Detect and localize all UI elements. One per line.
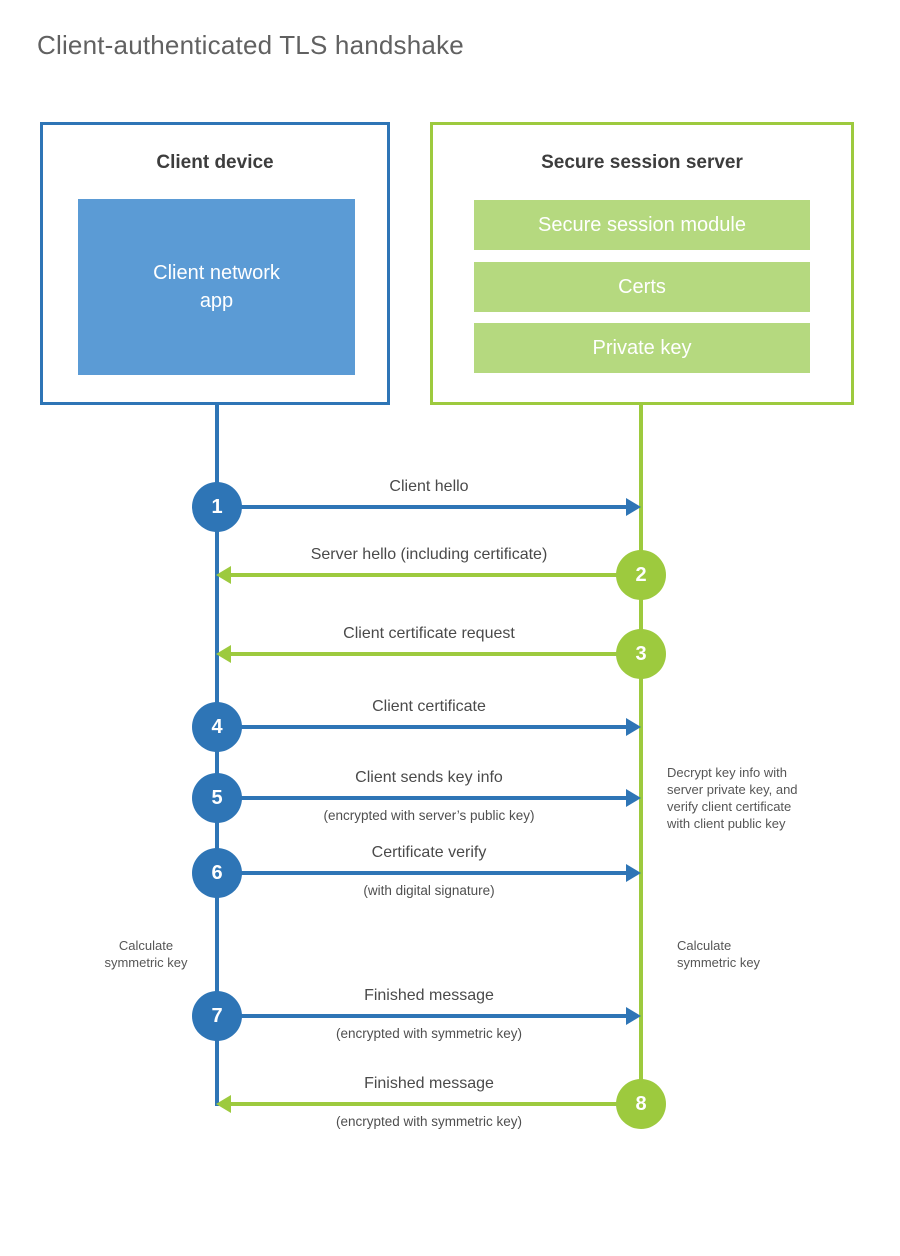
step-8-sublabel: (encrypted with symmetric key) (335, 1114, 523, 1129)
step-8-label: Finished message (364, 1075, 494, 1092)
step-3-arrowhead-left-icon (216, 645, 231, 663)
step-1-arrow-line (240, 505, 627, 509)
client-box-title: Client device (156, 152, 274, 173)
server-lifeline (639, 405, 643, 1104)
decrypt-key-note: Decrypt key info with server private key… (667, 765, 798, 831)
step-8-circle: 8 (616, 1079, 666, 1129)
step-3-circle: 3 (616, 629, 666, 679)
step-4-circle: 4 (192, 702, 242, 752)
server-box-title: Secure session server (541, 152, 743, 173)
calculate-symmetric-key-client-note: Calculate symmetric key (104, 938, 188, 970)
step-4-label: Client certificate (372, 698, 486, 715)
server-module-certs: Certs (474, 262, 810, 312)
step-6-circle: 6 (192, 848, 242, 898)
server-module-private-key: Private key (474, 323, 810, 373)
step-5-arrow-line (240, 796, 627, 800)
step-7-label: Finished message (364, 987, 494, 1004)
step-3-label: Client certificate request (343, 625, 515, 642)
step-2-circle: 2 (616, 550, 666, 600)
step-5-sublabel: (encrypted with server’s public key) (323, 808, 535, 823)
step-7-sublabel: (encrypted with symmetric key) (335, 1026, 523, 1041)
step-8-arrowhead-left-icon (216, 1095, 231, 1113)
step-2-label: Server hello (including certificate) (310, 546, 548, 563)
client-lifeline (215, 405, 219, 1106)
step-7-circle: 7 (192, 991, 242, 1041)
step-6-arrowhead-right-icon (626, 864, 641, 882)
step-2-arrow-line (231, 573, 618, 577)
step-5-arrowhead-right-icon (626, 789, 641, 807)
step-4-arrow-line (240, 725, 627, 729)
step-7-arrowhead-right-icon (626, 1007, 641, 1025)
step-5-circle: 5 (192, 773, 242, 823)
step-1-label: Client hello (389, 478, 469, 495)
step-2-arrowhead-left-icon (216, 566, 231, 584)
step-5-label: Client sends key info (355, 769, 503, 786)
step-8-arrow-line (231, 1102, 618, 1106)
server-box: Secure session server Secure session mod… (430, 122, 854, 405)
step-6-label: Certificate verify (371, 844, 487, 861)
step-1-circle: 1 (192, 482, 242, 532)
page-title: Client-authenticated TLS handshake (37, 30, 464, 60)
step-7-arrow-line (240, 1014, 627, 1018)
client-network-app-box: Client network app (78, 199, 355, 375)
step-3-arrow-line (231, 652, 618, 656)
client-device-box: Client device Client network app (40, 122, 390, 405)
step-4-arrowhead-right-icon (626, 718, 641, 736)
server-module-secure-session: Secure session module (474, 200, 810, 250)
calculate-symmetric-key-server-note: Calculate symmetric key (677, 938, 761, 970)
step-6-sublabel: (with digital signature) (363, 883, 495, 898)
step-6-arrow-line (240, 871, 627, 875)
step-1-arrowhead-right-icon (626, 498, 641, 516)
